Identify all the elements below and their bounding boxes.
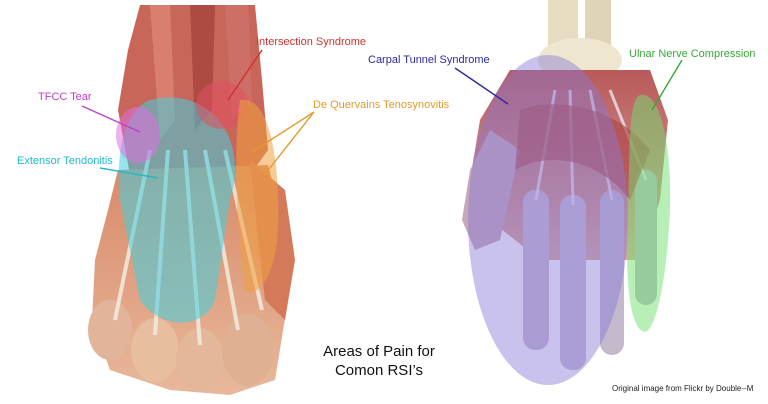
ulnar-nerve-zone bbox=[626, 94, 671, 332]
ulnar-arrow bbox=[651, 59, 683, 111]
carpal-tunnel-zone bbox=[468, 55, 628, 385]
extensor-tendonitis-label: Extensor Tendonitis bbox=[17, 155, 113, 167]
dequervains-arrow-1 bbox=[251, 111, 315, 153]
dequervains-arrow-2 bbox=[261, 111, 315, 179]
intersection-syndrome-label: Intersection Syndrome bbox=[256, 36, 367, 48]
intersection-arrow bbox=[227, 49, 263, 101]
pointer-arrows bbox=[81, 49, 683, 179]
dequervains-label: De Quervains Tenosynovitis bbox=[313, 99, 450, 111]
left-pain-zones bbox=[116, 81, 279, 323]
tfcc-tear-zone bbox=[116, 107, 160, 163]
intersection-syndrome-zone bbox=[196, 81, 248, 129]
right-pain-zones bbox=[468, 55, 671, 385]
carpal-tunnel-label: Carpal Tunnel Syndrome bbox=[368, 54, 490, 66]
diagram-caption: Areas of Pain for Comon RSI’s bbox=[300, 342, 458, 380]
tfcc-arrow bbox=[81, 105, 141, 133]
carpal-arrow bbox=[454, 67, 509, 105]
caption-line-1: Areas of Pain for bbox=[323, 343, 435, 360]
dequervains-zone bbox=[236, 99, 279, 292]
ulnar-nerve-label: Ulnar Nerve Compression bbox=[629, 48, 756, 60]
image-credit: Original image from Flickr by Double--M bbox=[612, 384, 754, 393]
caption-line-2: Comon RSI’s bbox=[334, 362, 424, 379]
tfcc-tear-label: TFCC Tear bbox=[38, 91, 92, 103]
extensor-arrow bbox=[99, 167, 159, 179]
